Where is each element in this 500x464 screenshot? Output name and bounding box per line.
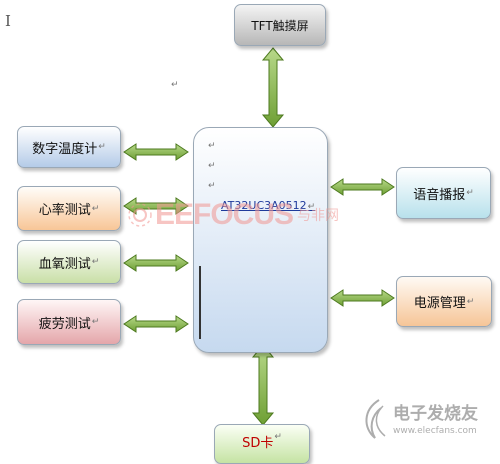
power-management-label: 电源管理	[413, 296, 466, 311]
voice-broadcast-box: 语音播报↵	[396, 167, 491, 219]
watermark-brand: EEFOCUS	[155, 198, 294, 231]
watermark-brand-cn: 与非网	[297, 208, 340, 224]
arrow-mcu-power	[330, 289, 395, 307]
watermark-url: www.elecfans.com	[393, 426, 477, 436]
blood-oxygen-box: 血氧测试↵	[17, 240, 121, 284]
eefocus-logo-icon	[128, 203, 152, 227]
paragraph-mark: ↵	[208, 141, 216, 151]
arrow-tft-mcu	[261, 47, 285, 128]
power-management-box: 电源管理↵	[396, 276, 492, 327]
voice-broadcast-label: 语音播报	[413, 187, 466, 203]
fatigue-box: 疲劳测试↵	[17, 299, 121, 345]
mcu-label: AT32UC3A0512↵	[221, 199, 316, 212]
paragraph-mark: ↵	[208, 161, 216, 171]
arrow-oxygen-mcu	[123, 254, 189, 272]
sd-card-box: SD卡↵	[214, 424, 310, 464]
paragraph-mark: ↵	[208, 181, 216, 191]
tft-touchscreen-box: TFT触摸屏	[234, 4, 326, 46]
arrow-mcu-sd	[251, 344, 275, 426]
text-cursor-icon: I	[5, 12, 11, 30]
heart-rate-box: 心率测试↵	[17, 186, 121, 231]
arrow-temp-mcu	[123, 143, 189, 161]
paragraph-mark: ↵	[171, 80, 179, 90]
tft-label: TFT触摸屏	[251, 18, 309, 33]
eefocus-watermark: EEFOCUS 与非网	[125, 198, 339, 232]
sd-card-label: SD卡	[242, 436, 274, 451]
text-cursor-line	[199, 266, 201, 339]
thermometer-label: 数字温度计	[32, 141, 98, 157]
arrow-fatigue-mcu	[123, 315, 189, 333]
elecfans-watermark: 电子发烧友 www.elecfans.com	[359, 398, 494, 446]
elecfans-logo-icon	[365, 399, 386, 439]
mcu-box	[193, 127, 328, 353]
arrow-mcu-voice	[330, 178, 395, 196]
block-diagram: I TFT触摸屏 ↵ ↵ ↵ ↵ AT32UC3A0512↵ 数字温度计↵ 心率…	[5, 4, 494, 464]
watermark-cn: 电子发烧友	[393, 404, 478, 424]
blood-oxygen-label: 血氧测试	[38, 256, 91, 272]
thermometer-box: 数字温度计↵	[17, 126, 121, 168]
heart-rate-label: 心率测试	[38, 203, 91, 218]
fatigue-label: 疲劳测试	[38, 316, 91, 332]
